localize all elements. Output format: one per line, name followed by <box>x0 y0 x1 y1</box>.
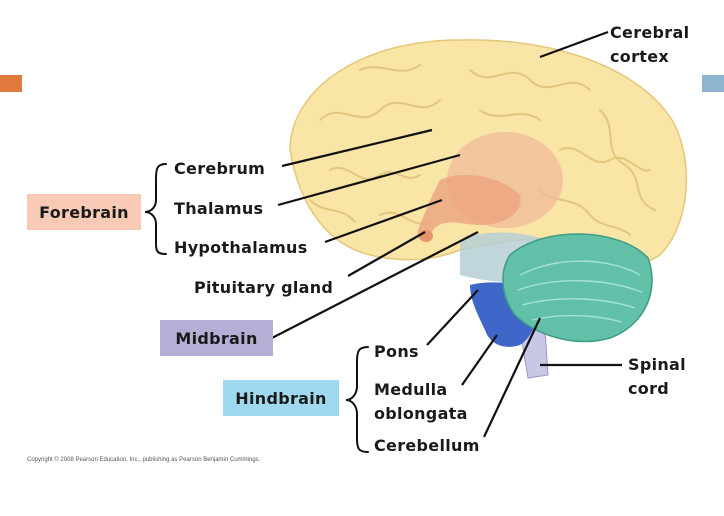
spinal-cord-label-line1: Spinal <box>628 355 686 374</box>
hindbrain-brace <box>345 346 369 453</box>
orange-accent-bar <box>0 75 22 92</box>
pituitary-gland-label: Pituitary gland <box>194 278 334 297</box>
leader-lines <box>271 30 622 438</box>
pons-label: Pons <box>374 342 419 361</box>
midbrain-label: Midbrain <box>160 320 273 356</box>
cerebral-cortex-label-line2: cortex <box>610 47 669 66</box>
cerebellum-shape <box>502 233 653 343</box>
pituitary-shape <box>419 230 433 242</box>
spinal-cord-label-line2: cord <box>628 379 670 398</box>
medulla-label-line1: Medulla <box>374 380 448 399</box>
hypothalamus-label: Hypothalamus <box>174 238 308 257</box>
copyright-notice: Copyright © 2008 Pearson Education, Inc.… <box>27 457 261 463</box>
medulla-label-line2: oblongata <box>374 404 468 423</box>
braces <box>144 163 369 453</box>
cerebral-cortex-label-line1: Cerebral <box>610 23 690 42</box>
thalamus-label: Thalamus <box>174 199 264 218</box>
cerebrum-label: Cerebrum <box>174 159 266 178</box>
cerebellum-label: Cerebellum <box>374 436 480 455</box>
hindbrain-label: Hindbrain <box>223 380 339 416</box>
hypothalamus-shape <box>417 175 521 241</box>
forebrain-label: Forebrain <box>27 194 141 230</box>
cerebellum-folia <box>517 260 643 323</box>
blue-accent-bar <box>702 75 724 92</box>
forebrain-brace <box>144 163 167 255</box>
